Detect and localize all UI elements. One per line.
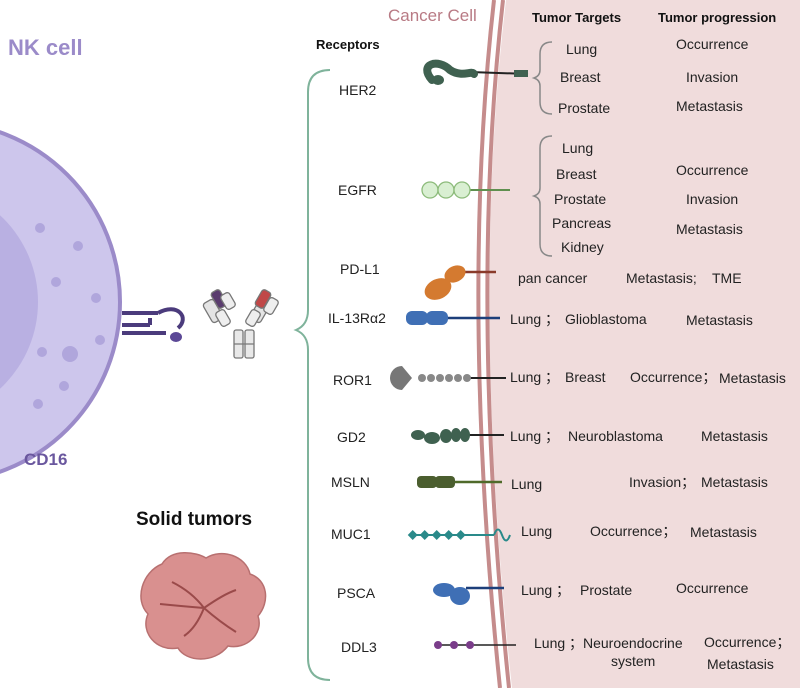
antibody [202,289,279,359]
ddl3-target-3: system [611,653,656,669]
her2-target-1: Lung [566,41,598,57]
egfr-target-1: Lung [562,140,594,156]
egfr-progression-3: Metastasis [676,221,743,237]
msln-receptor [417,476,502,488]
ddl3-target-1: Lung ； [534,635,584,651]
muc1-progression-1: Occurrence； [590,523,677,539]
solid-tumor-illustration [140,552,267,660]
gd2-target-1: Lung ； [510,428,560,444]
solid-tumors-label: Solid tumors [136,509,253,530]
gd2-progression-1: Metastasis [701,428,768,444]
msln-progression-1: Invasion； [629,474,696,490]
tumor-progression-header: Tumor progression [658,10,777,25]
pd-l1-progression-1: Metastasis; [626,270,697,286]
ror1-progression-1: Occurrence； [630,369,717,385]
receptors-header: Receptors [316,37,380,52]
cd16-tip [170,332,182,342]
ror1-target-1: Lung ； [510,369,560,385]
her2-target-2: Breast [560,69,601,85]
msln-progression-2: Metastasis [701,474,768,490]
receptor-name-msln: MSLN [331,474,370,490]
ddl3-receptor [434,641,516,649]
il-13ra2-progression-1: Metastasis [686,312,753,328]
pd-l1-target-1: pan cancer [518,270,588,286]
il13ra2-receptor [406,311,500,325]
msln-target-1: Lung [511,476,543,492]
ror1-target-2: Breast [565,369,606,385]
ddl3-progression-1: Occurrence； [704,634,791,650]
her2-receptor [423,59,529,85]
psca-receptor [433,583,504,605]
nk-cell-nucleus [0,215,38,389]
psca-target-1: Lung ； [521,582,571,598]
egfr-target-3: Prostate [554,191,607,207]
cd16-receptor [122,307,185,335]
gd2-target-2: Neuroblastoma [568,428,663,444]
tumor-targets-header: Tumor Targets [532,10,622,25]
receptor-bracket [293,69,331,681]
muc1-progression-2: Metastasis [690,524,757,540]
egfr-targets-bracket [531,135,553,257]
psca-progression-1: Occurrence [676,580,749,596]
ror1-progression-2: Metastasis [719,370,786,386]
her2-progression-1: Occurrence [676,36,749,52]
nk-cell-body [0,130,122,474]
receptor-name-il-13ra2: IL-13Rα2 [328,310,386,326]
ddl3-target-2: Neuroendocrine [583,635,683,651]
her2-progression-2: Invasion [686,69,739,85]
receptor-name-ddl3: DDL3 [341,639,377,655]
egfr-target-2: Breast [556,166,597,182]
her2-targets-bracket [531,41,553,115]
gd2-receptor [411,428,504,444]
receptor-name-ror1: ROR1 [333,372,372,388]
receptor-name-gd2: GD2 [337,429,366,445]
cancer-cell-label: Cancer Cell [388,6,477,25]
muc1-target-1: Lung [521,523,553,539]
receptor-name-egfr: EGFR [338,182,377,198]
cancer-cell-membrane-outer [476,0,502,688]
nk-granules [33,223,105,409]
cancer-cell-membrane-inner [485,0,511,688]
egfr-progression-1: Occurrence [676,162,749,178]
ddl3-progression-2: Metastasis [707,656,774,672]
egfr-target-5: Kidney [561,239,604,255]
cd16-label: CD16 [24,450,68,469]
cancer-cell-body [489,0,800,688]
nk-cell-label: NK cell [8,35,83,60]
egfr-target-4: Pancreas [552,215,612,231]
receptor-name-muc1: MUC1 [331,526,371,542]
receptor-name-psca: PSCA [337,585,376,601]
receptor-name-her2: HER2 [339,82,377,98]
her2-progression-3: Metastasis [676,98,743,114]
pdl1-receptor [424,265,496,300]
ror1-receptor [390,366,506,390]
egfr-progression-2: Invasion [686,191,739,207]
her2-target-3: Prostate [558,100,611,116]
receptor-name-pd-l1: PD-L1 [340,261,380,277]
il-13ra2-target-2: Glioblastoma [565,311,647,327]
egfr-receptor [421,181,510,199]
muc1-receptor [407,528,511,542]
pd-l1-progression-2: TME [712,270,742,286]
psca-target-2: Prostate [580,582,633,598]
il-13ra2-target-1: Lung ； [510,311,560,327]
